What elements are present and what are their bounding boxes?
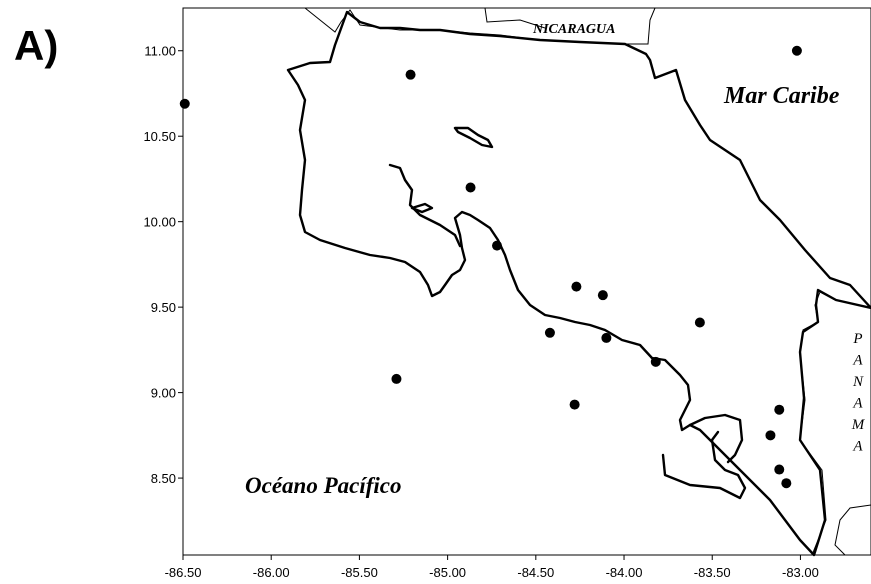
x-tick-label: -83.00 <box>782 565 819 580</box>
station-point <box>781 478 792 489</box>
station-point <box>571 281 582 292</box>
x-tick-label: -86.50 <box>165 565 202 580</box>
label-nicaragua: NICARAGUA <box>532 22 615 37</box>
x-tick-label: -86.00 <box>253 565 290 580</box>
y-tick-label: 9.50 <box>151 300 176 315</box>
panama-letter: A <box>852 439 863 455</box>
x-axis: -86.50 -86.00 -85.50 -85.00 -84.50 -84.00 -83.… <box>165 555 819 580</box>
x-tick-label: -84.00 <box>606 565 643 580</box>
station-point <box>601 332 612 343</box>
chira-island <box>410 202 434 214</box>
golfo-dulce-inner <box>661 430 747 500</box>
label-pacific: Océano Pacífico <box>245 473 401 498</box>
station-point <box>774 404 785 415</box>
osa-peninsula <box>688 413 744 464</box>
station-point <box>694 317 705 328</box>
x-tick-label: -83.50 <box>694 565 731 580</box>
station-point <box>544 327 555 338</box>
station-point <box>650 356 661 367</box>
lake-arenal <box>453 126 494 149</box>
station-markers <box>179 45 802 489</box>
y-tick-label: 9.00 <box>151 386 176 401</box>
panama-letter: A <box>852 396 863 412</box>
station-point <box>179 98 190 109</box>
panama-border-south <box>834 504 871 556</box>
nicaragua-border-north <box>484 7 546 29</box>
x-tick-label: -85.00 <box>429 565 466 580</box>
y-axis: 11.00 10.50 10.00 9.50 9.00 8.50 <box>143 44 183 486</box>
station-point <box>492 240 503 251</box>
map-frame <box>182 7 871 556</box>
y-tick-label: 10.00 <box>143 215 176 230</box>
panel-label: A) <box>14 22 59 69</box>
station-point <box>774 464 785 475</box>
y-tick-label: 8.50 <box>151 471 176 486</box>
label-caribbean: Mar Caribe <box>723 83 840 109</box>
panama-letter: M <box>851 417 866 433</box>
station-point <box>569 399 580 410</box>
x-tick-label: -84.50 <box>517 565 554 580</box>
station-point <box>391 373 402 384</box>
nicoya-gulf-coast <box>388 163 462 248</box>
station-point <box>597 290 608 301</box>
station-point <box>765 430 776 441</box>
station-point <box>405 69 416 80</box>
panama-letter: N <box>852 374 864 390</box>
y-tick-label: 10.50 <box>143 129 176 144</box>
station-point <box>791 45 802 56</box>
panama-letter: A <box>852 353 863 369</box>
x-tick-label: -85.50 <box>341 565 378 580</box>
y-tick-label: 11.00 <box>144 44 176 59</box>
panama-letter: P <box>852 331 862 347</box>
station-point <box>465 182 476 193</box>
